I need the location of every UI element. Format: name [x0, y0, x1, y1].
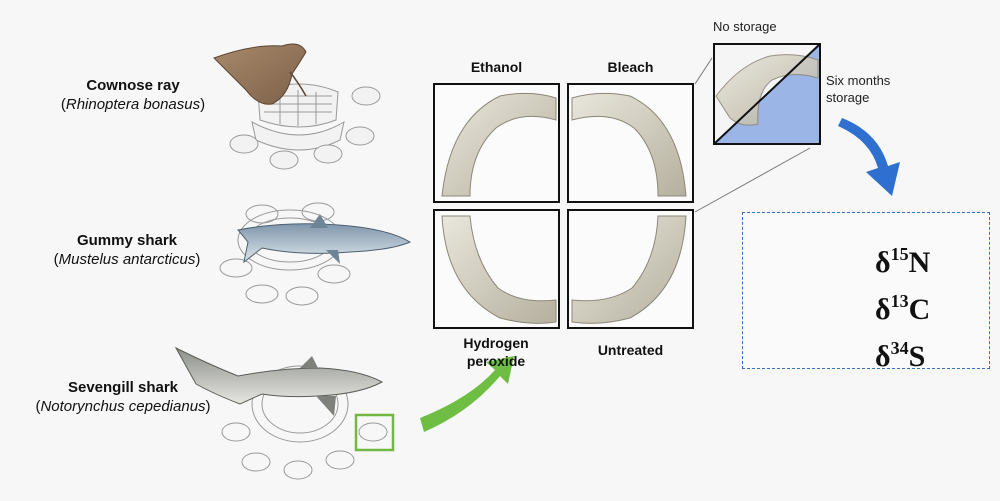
storage-comparison-square	[713, 43, 821, 145]
cownose-ray-illustration	[213, 43, 307, 105]
species-label-gummy-shark: Gummy shark (Mustelus antarcticus)	[16, 231, 238, 269]
sevengill-shark-illustration	[174, 346, 384, 416]
species-scientific-name: (Notorynchus cepedianus)	[35, 398, 211, 415]
label-ethanol: Ethanol	[470, 59, 523, 75]
species-common-name: Cownose ray	[86, 77, 180, 94]
selected-jaw-highlight	[354, 413, 395, 452]
connector-line-top	[694, 57, 713, 85]
treated-jaw-drawings	[441, 92, 687, 324]
gummy-shark-illustration	[237, 214, 412, 264]
isotope-sulfur: δ34S	[875, 338, 926, 373]
isotope-list: δ15N δ13C δ34S	[875, 235, 975, 376]
connector-line-bottom	[694, 147, 811, 213]
label-six-months-storage: Six months storage	[826, 73, 891, 105]
species-common-name: Sevengill shark	[67, 379, 179, 396]
species-scientific-name: (Mustelus antarcticus)	[53, 251, 201, 268]
label-untreated: Untreated	[597, 342, 664, 358]
isotope-analysis-box: δ15N δ13C δ34S	[742, 212, 990, 373]
isotope-carbon: δ13C	[875, 291, 931, 326]
isotope-nitrogen: δ15N	[875, 244, 931, 279]
label-no-storage: No storage	[713, 19, 777, 34]
species-scientific-name: (Rhinoptera bonasus)	[60, 96, 206, 113]
species-label-sevengill-shark: Sevengill shark (Notorynchus cepedianus)	[6, 378, 240, 416]
blue-arrow	[838, 118, 900, 196]
green-arrow	[420, 356, 514, 432]
ray-jaw-illustration	[229, 83, 381, 170]
species-common-name: Gummy shark	[76, 232, 178, 249]
species-label-cownose-ray: Cownose ray (Rhinoptera bonasus)	[30, 76, 236, 114]
label-hydrogen-peroxide: Hydrogen peroxide	[463, 335, 529, 369]
label-bleach: Bleach	[607, 59, 654, 75]
